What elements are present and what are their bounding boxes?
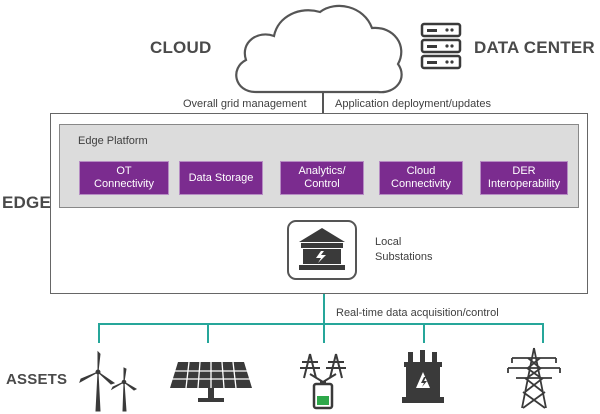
- battery-storage-icon: [300, 353, 346, 410]
- cloud-label: CLOUD: [150, 38, 212, 57]
- edge-label: EDGE: [2, 193, 51, 212]
- edge-platform-title: Edge Platform: [78, 135, 148, 147]
- bus-drop-3: [323, 323, 325, 343]
- module-analytics-control: Analytics/ Control: [280, 161, 364, 195]
- module-ot-connectivity: OT Connectivity: [79, 161, 169, 195]
- bus-drop-5: [542, 323, 544, 343]
- bus-drop-1: [98, 323, 100, 343]
- module-data-storage: Data Storage: [179, 161, 263, 195]
- solar-panel-icon: [170, 361, 252, 402]
- bus-drop-2: [207, 323, 209, 343]
- module-cloud-connectivity: Cloud Connectivity: [379, 161, 463, 195]
- transformer-icon: [402, 350, 444, 403]
- server-rack-icon: [420, 22, 462, 70]
- assets-label: ASSETS: [6, 371, 68, 388]
- bus-trunk: [323, 294, 325, 324]
- cloud-icon: [235, 4, 403, 94]
- wind-turbine-icon: [79, 350, 138, 412]
- substation-label: Local Substations: [375, 236, 433, 263]
- transmission-tower-icon: [507, 347, 561, 409]
- data-center-label: DATA CENTER: [474, 38, 595, 57]
- bus-label: Real-time data acquisition/control: [336, 307, 499, 319]
- bus-horizontal: [98, 323, 544, 325]
- link-label-left: Overall grid management: [183, 98, 307, 110]
- cloud-edge-connector: [322, 93, 324, 113]
- link-label-right: Application deployment/updates: [335, 98, 491, 110]
- bus-drop-4: [423, 323, 425, 343]
- substation-icon: [287, 220, 357, 280]
- module-der-interoperability: DER Interoperability: [480, 161, 568, 195]
